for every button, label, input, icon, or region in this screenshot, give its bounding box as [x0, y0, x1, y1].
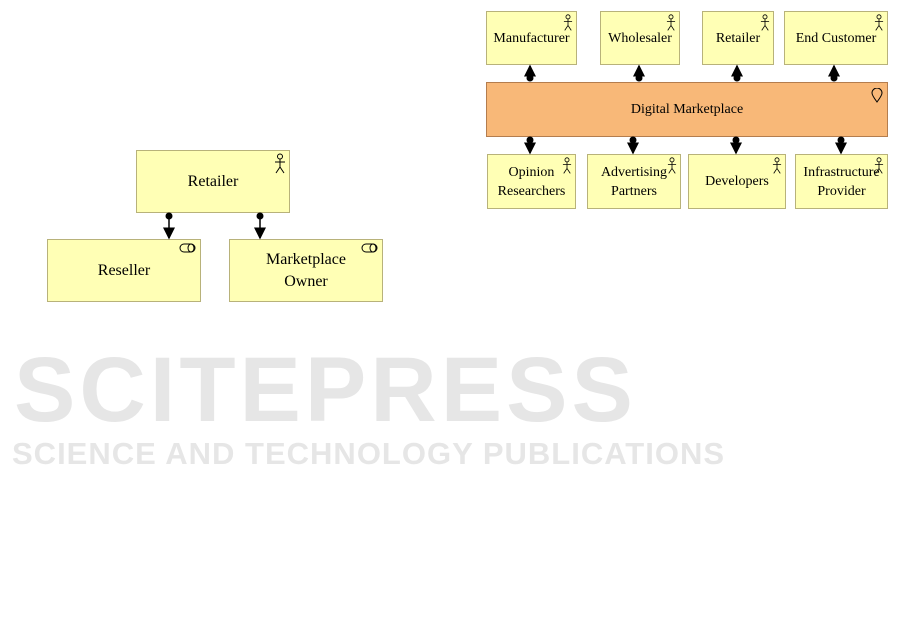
- connector-dot: [526, 74, 534, 82]
- label: Marketplace Owner: [266, 250, 346, 290]
- wholesaler-actor-box[interactable]: Wholesaler: [600, 11, 680, 65]
- connector-dot: [165, 212, 173, 220]
- role-icon: [361, 243, 378, 253]
- label: Developers: [705, 174, 769, 189]
- infrastructure-provider-actor-box[interactable]: Infrastructure Provider: [795, 154, 888, 209]
- label: Digital Marketplace: [630, 102, 744, 117]
- label: End Customer: [795, 30, 877, 46]
- retailer-actor-box-right[interactable]: Retailer: [702, 11, 774, 65]
- actor-icon: [874, 14, 884, 31]
- actor-icon: [275, 153, 285, 174]
- actor-icon: [666, 14, 676, 31]
- connector-dot: [635, 74, 643, 82]
- label: Infrastructure Provider: [803, 164, 880, 199]
- retailer-actor-box[interactable]: Retailer: [136, 150, 290, 213]
- label: Advertising Partners: [600, 164, 668, 199]
- role-icon: [179, 243, 196, 253]
- opinion-researchers-actor-box[interactable]: Opinion Researchers: [487, 154, 576, 209]
- actor-icon: [667, 157, 677, 174]
- digital-marketplace-box[interactable]: Digital Marketplace: [486, 82, 888, 137]
- label: Reseller: [97, 261, 151, 279]
- actor-icon: [874, 157, 884, 174]
- connector-dot: [256, 212, 264, 220]
- reseller-role-box[interactable]: Reseller: [47, 239, 201, 302]
- developers-actor-box[interactable]: Developers: [688, 154, 786, 209]
- label: Manufacturer: [493, 30, 570, 46]
- advertising-partners-actor-box[interactable]: Advertising Partners: [587, 154, 681, 209]
- actor-icon: [562, 157, 572, 174]
- connector-dot: [629, 136, 637, 144]
- watermark-subtitle: SCIENCE AND TECHNOLOGY PUBLICATIONS: [12, 436, 726, 471]
- actor-icon: [760, 14, 770, 31]
- marketplace-owner-role-box[interactable]: Marketplace Owner: [229, 239, 383, 302]
- connector-dot: [837, 136, 845, 144]
- watermark-title: SCITEPRESS: [14, 339, 637, 441]
- connector-dot: [732, 136, 740, 144]
- label: Retailer: [187, 172, 239, 190]
- location-icon: [871, 88, 883, 103]
- connector-dot: [526, 136, 534, 144]
- end-customer-actor-box[interactable]: End Customer: [784, 11, 888, 65]
- label: Opinion Researchers: [497, 164, 566, 199]
- connector-dot: [830, 74, 838, 82]
- label: Retailer: [715, 30, 761, 46]
- actor-icon: [772, 157, 782, 174]
- label: Wholesaler: [608, 30, 672, 46]
- connector-dot: [733, 74, 741, 82]
- manufacturer-actor-box[interactable]: Manufacturer: [486, 11, 577, 65]
- actor-icon: [563, 14, 573, 31]
